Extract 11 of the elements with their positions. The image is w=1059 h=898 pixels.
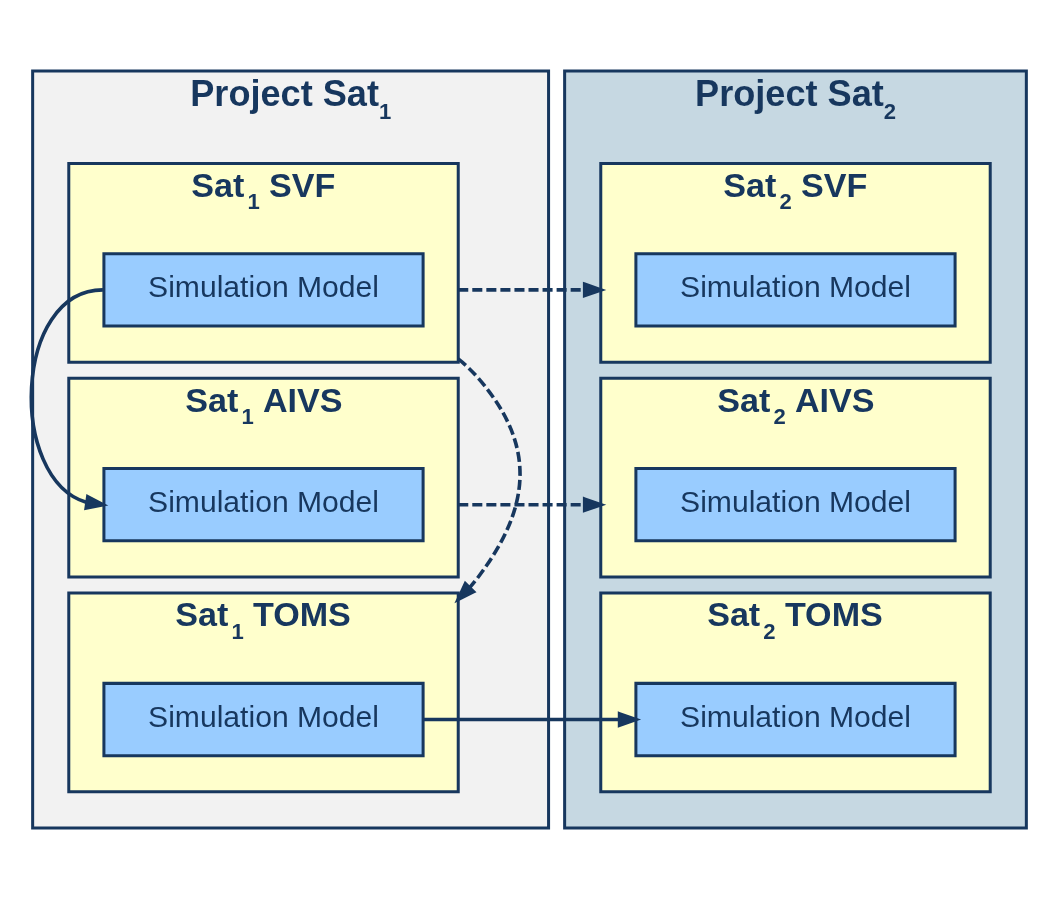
node-box: Simulation Model (102, 251, 425, 328)
arrow (454, 357, 522, 603)
arrow (458, 281, 607, 298)
node-box: Simulation Model (634, 251, 957, 328)
arrow (423, 710, 642, 728)
node-box: Simulation Model (102, 681, 425, 757)
node-box: Simulation Model (634, 466, 957, 542)
node-box: Simulation Model (102, 466, 425, 542)
arrow (458, 496, 607, 513)
arrow (29, 287, 109, 510)
node-box: Simulation Model (634, 681, 957, 757)
